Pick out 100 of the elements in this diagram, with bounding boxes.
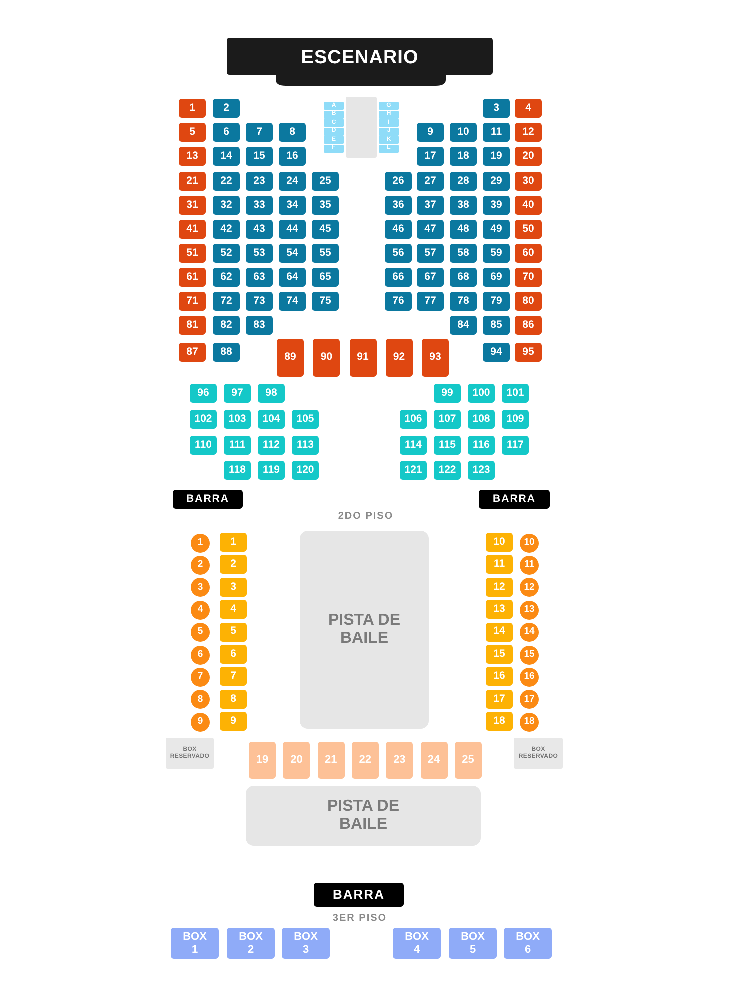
seat: 119 — [258, 461, 285, 480]
seat: 107 — [434, 410, 461, 429]
bar-counter: BARRA — [314, 883, 404, 907]
seat: 11 — [486, 555, 513, 574]
seat: 23 — [386, 742, 414, 779]
seat: 2 — [220, 555, 247, 574]
round-seat: 7 — [191, 668, 210, 687]
dance-floor: PISTA DE BAILE — [300, 531, 429, 729]
seat: 101 — [502, 384, 529, 403]
seat: 40 — [515, 196, 542, 215]
seat: 77 — [417, 292, 444, 311]
seat: 29 — [483, 172, 510, 191]
seat: 33 — [246, 196, 273, 215]
seat: 6 — [220, 645, 247, 664]
round-seat: 1 — [191, 534, 210, 552]
seat: 111 — [224, 436, 251, 455]
seat: 9 — [417, 123, 444, 142]
seat: 18 — [450, 147, 477, 166]
seat: 46 — [385, 220, 412, 239]
seat: 20 — [515, 147, 542, 166]
seat: 6 — [213, 123, 240, 142]
seat: 75 — [312, 292, 339, 311]
seat: 25 — [312, 172, 339, 191]
seat: 120 — [292, 461, 319, 480]
seat: 61 — [179, 268, 206, 287]
seat: 79 — [483, 292, 510, 311]
seat: 109 — [502, 410, 529, 429]
seat: 58 — [450, 244, 477, 263]
seat: 84 — [450, 316, 477, 335]
runway — [346, 97, 377, 158]
seat: 115 — [434, 436, 461, 455]
seat: 62 — [213, 268, 240, 287]
round-seat: 17 — [520, 690, 539, 710]
seat: 85 — [483, 316, 510, 335]
seat: 32 — [213, 196, 240, 215]
round-seat: 10 — [520, 534, 539, 552]
seat: 76 — [385, 292, 412, 311]
seat: 4 — [515, 99, 542, 118]
seat: 23 — [246, 172, 273, 191]
seat: 86 — [515, 316, 542, 335]
seat: 82 — [213, 316, 240, 335]
round-seat: 18 — [520, 712, 539, 732]
seat: 91 — [350, 339, 376, 377]
seat: 5 — [220, 622, 247, 642]
seat: 95 — [515, 343, 542, 362]
seat: 92 — [386, 339, 413, 377]
seat: 42 — [213, 220, 240, 239]
seat: 106 — [400, 410, 427, 429]
seat: 38 — [450, 196, 477, 215]
seat: 78 — [450, 292, 477, 311]
seat: 48 — [450, 220, 477, 239]
seat: 98 — [258, 384, 285, 403]
seat: 108 — [468, 410, 495, 429]
seat: 10 — [486, 533, 513, 552]
box-seat: BOX 4 — [393, 928, 441, 959]
seat: 59 — [483, 244, 510, 263]
seat: 7 — [220, 667, 247, 686]
seat: 18 — [486, 712, 513, 732]
round-seat: 4 — [191, 600, 210, 620]
seat: 8 — [220, 690, 247, 709]
seat: 37 — [417, 196, 444, 215]
seat: 26 — [385, 172, 412, 191]
seat: 73 — [246, 292, 273, 311]
seat: 117 — [502, 436, 529, 455]
seat: 121 — [400, 461, 427, 480]
seat: 21 — [179, 172, 206, 191]
seat: 22 — [352, 742, 379, 779]
round-seat: 5 — [191, 623, 210, 642]
bar-counter: BARRA — [479, 490, 550, 509]
seat: 28 — [450, 172, 477, 191]
seat: 112 — [258, 436, 285, 455]
seat: 60 — [515, 244, 542, 263]
seat: 41 — [179, 220, 206, 239]
seat: 70 — [515, 268, 542, 287]
seat: 45 — [312, 220, 339, 239]
seat: 90 — [313, 339, 340, 377]
seat: 31 — [179, 196, 206, 215]
seat: 99 — [434, 384, 461, 403]
seat: 21 — [318, 742, 345, 779]
seat: 74 — [279, 292, 306, 311]
seat: 24 — [279, 172, 306, 191]
round-seat: 3 — [191, 578, 210, 598]
round-seat: 12 — [520, 578, 539, 598]
seat: 104 — [258, 410, 285, 429]
seat: 113 — [292, 436, 319, 455]
seat: 34 — [279, 196, 306, 215]
seat: 67 — [417, 268, 444, 287]
seat: 57 — [417, 244, 444, 263]
seat: 13 — [486, 600, 513, 620]
seat: 72 — [213, 292, 240, 311]
seat: 35 — [312, 196, 339, 215]
stage-label: ESCENARIO — [301, 48, 419, 67]
seat: 19 — [249, 742, 276, 779]
seat: 22 — [213, 172, 240, 191]
seat: 17 — [486, 690, 513, 709]
seat: 27 — [417, 172, 444, 191]
seat: 105 — [292, 410, 319, 429]
seat: 55 — [312, 244, 339, 263]
box-seat: BOX 2 — [227, 928, 275, 959]
seat: 53 — [246, 244, 273, 263]
